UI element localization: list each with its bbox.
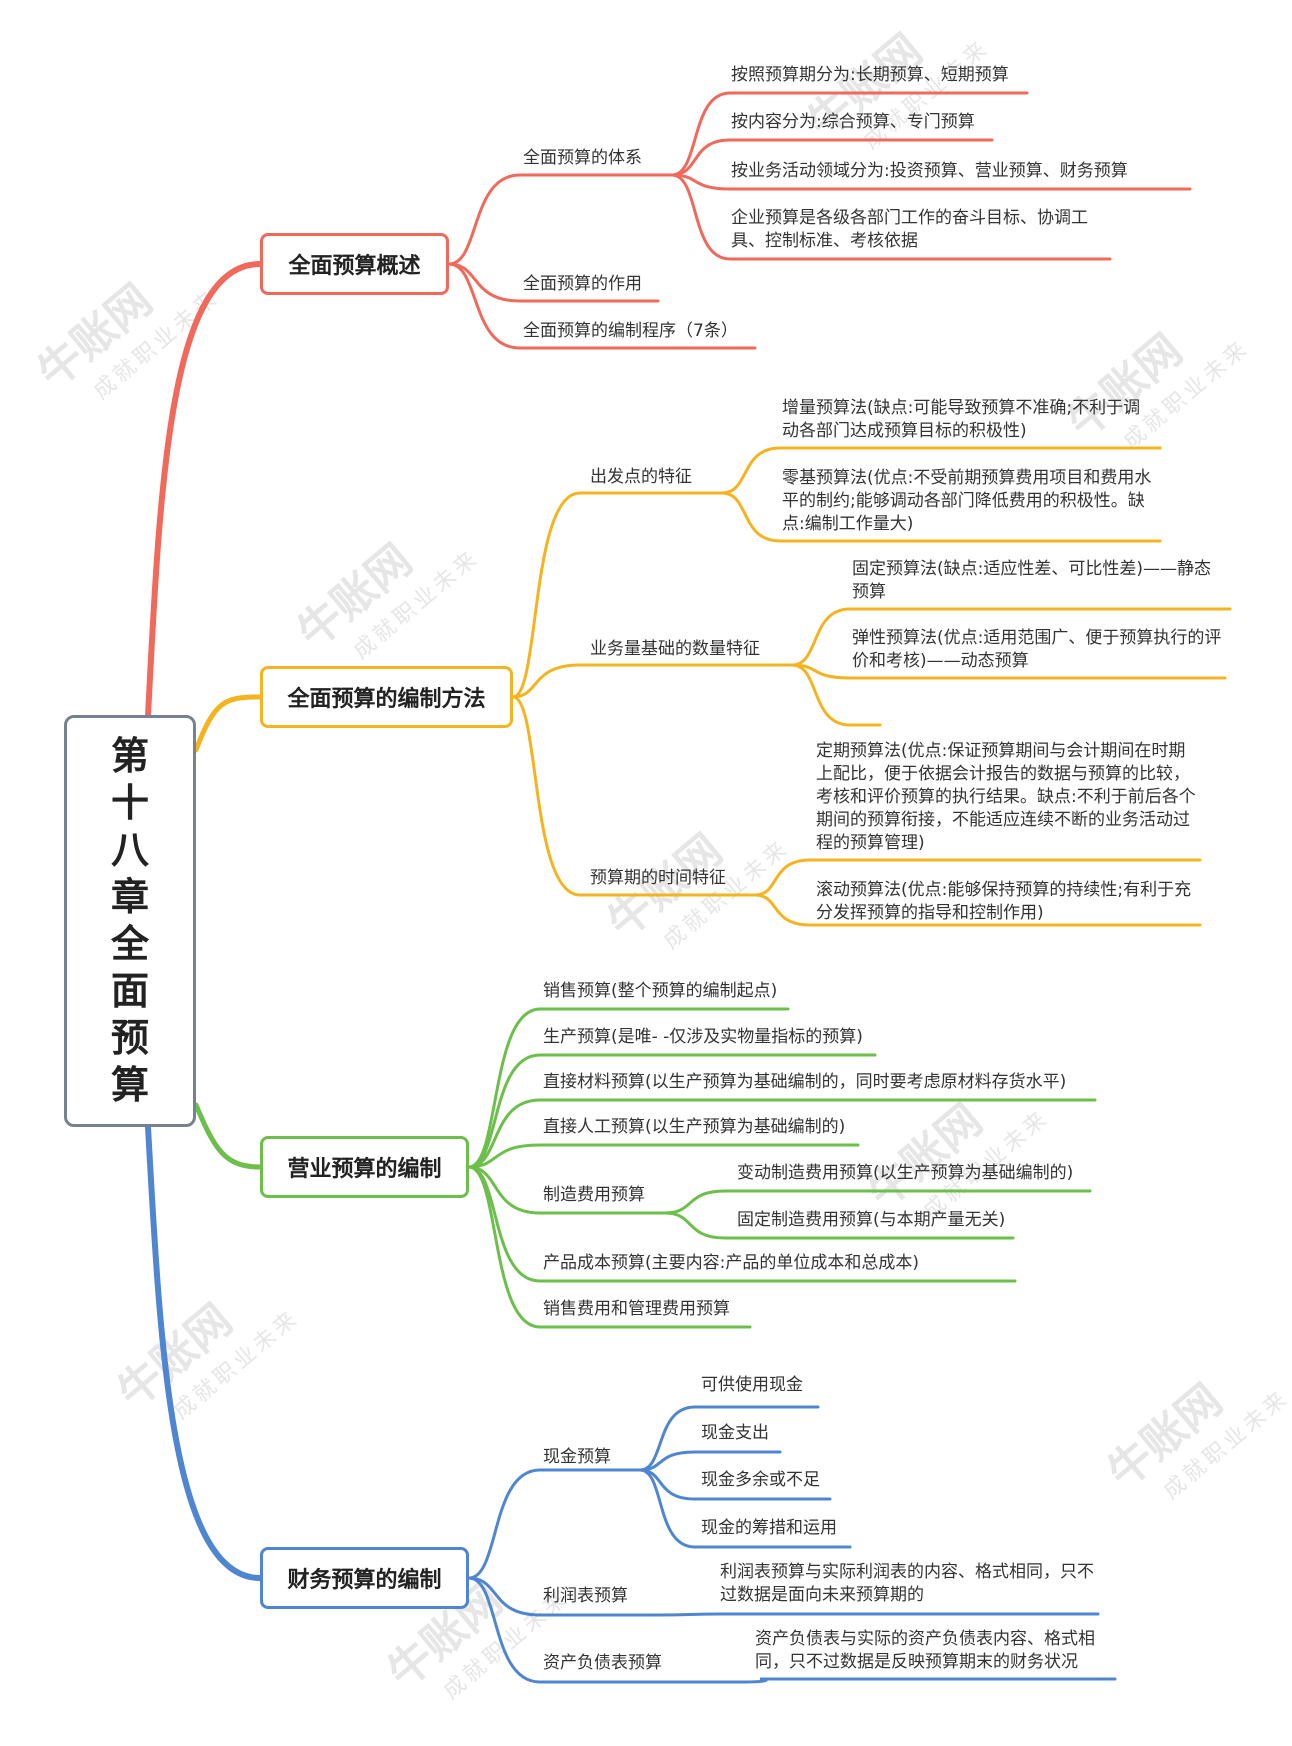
- leaf-zero-based-budget: 零基预算法(优点:不受前期预算费用项目和费用水平的制约;能够调动各部门降低费用的…: [782, 468, 1152, 534]
- leaf-rolling-budget: 滚动预算法(优点:能够保持预算的持续性;有利于充分发挥预算的指导和控制作用): [816, 880, 1192, 923]
- edge-root-methods: [193, 694, 263, 753]
- leaf-sales-budget: 销售预算(整个预算的编制起点): [543, 981, 778, 1001]
- node-budget-role: 全面预算的作用: [523, 274, 642, 294]
- node-financial: 财务预算的编制: [260, 1547, 469, 1609]
- node-starting-point: 出发点的特征: [590, 467, 692, 487]
- root-title: 第十八章全面预算: [110, 734, 149, 1107]
- leaf-by-activity: 按业务活动领域分为:投资预算、营业预算、财务预算: [731, 161, 1128, 181]
- leaf-incremental-budget: 增量预算法(缺点:可能导致预算不准确;不利于调动各部门达成预算目标的积极性): [782, 398, 1141, 441]
- leaf-cash-disbursement: 现金支出: [701, 1423, 769, 1443]
- edge-root-financial: [145, 1124, 263, 1581]
- node-budget-procedure: 全面预算的编制程序（7条）: [523, 321, 738, 341]
- leaf-cash-available: 可供使用现金: [701, 1375, 803, 1395]
- leaf-periodic-budget: 定期预算法(优点:保证预算期间与会计期间在时期上配比，便于依据会计报告的数据与预…: [816, 741, 1196, 853]
- node-operating: 营业预算的编制: [260, 1136, 469, 1198]
- leaf-fixed-overhead: 固定制造费用预算(与本期产量无关): [737, 1210, 1006, 1230]
- node-cash-budget: 现金预算: [543, 1447, 611, 1467]
- leaf-budget-purpose: 企业预算是各级各部门工作的奋斗目标、协调工具、控制标准、考核依据: [731, 208, 1088, 251]
- leaf-cash-surplus-deficit: 现金多余或不足: [701, 1470, 820, 1490]
- edge-root-overview: [145, 261, 263, 719]
- node-budget-system: 全面预算的体系: [523, 148, 642, 168]
- leaf-by-content: 按内容分为:综合预算、专门预算: [731, 112, 975, 132]
- leaf-direct-labor-budget: 直接人工预算(以生产预算为基础编制的): [543, 1117, 846, 1137]
- leaf-direct-material-budget: 直接材料预算(以生产预算为基础编制的，同时要考虑原材料存货水平): [543, 1072, 1067, 1092]
- leaf-production-budget: 生产预算(是唯- -仅涉及实物量指标的预算): [543, 1027, 863, 1047]
- leaf-income-statement-desc: 利润表预算与实际利润表的内容、格式相同，只不过数据是面向未来预算期的: [720, 1562, 1094, 1605]
- leaf-flexible-budget: 弹性预算法(优点:适用范围广、便于预算执行的评价和考核)——动态预算: [852, 628, 1222, 671]
- node-volume-basis: 业务量基础的数量特征: [590, 639, 760, 659]
- edge-root-operating: [193, 1102, 263, 1170]
- leaf-cash-financing: 现金的筹措和运用: [701, 1518, 837, 1538]
- leaf-product-cost-budget: 产品成本预算(主要内容:产品的单位成本和总成本): [543, 1253, 919, 1273]
- node-balance-sheet-budget: 资产负债表预算: [543, 1653, 662, 1673]
- leaf-fixed-budget: 固定预算法(缺点:适应性差、可比性差)——静态预算: [852, 559, 1211, 602]
- leaf-by-period: 按照预算期分为:长期预算、短期预算: [731, 65, 1009, 85]
- node-overview: 全面预算概述: [260, 233, 449, 295]
- leaf-selling-admin-budget: 销售费用和管理费用预算: [543, 1299, 730, 1319]
- root-node: 第十八章全面预算: [64, 715, 196, 1127]
- node-overhead-budget: 制造费用预算: [543, 1185, 645, 1205]
- leaf-balance-sheet-desc: 资产负债表与实际的资产负债表内容、格式相同，只不过数据是反映预算期末的财务状况: [755, 1629, 1095, 1672]
- leaf-variable-overhead: 变动制造费用预算(以生产预算为基础编制的): [737, 1163, 1074, 1183]
- node-period-feature: 预算期的时间特征: [590, 868, 726, 888]
- node-income-statement-budget: 利润表预算: [543, 1586, 628, 1606]
- node-methods: 全面预算的编制方法: [260, 666, 513, 728]
